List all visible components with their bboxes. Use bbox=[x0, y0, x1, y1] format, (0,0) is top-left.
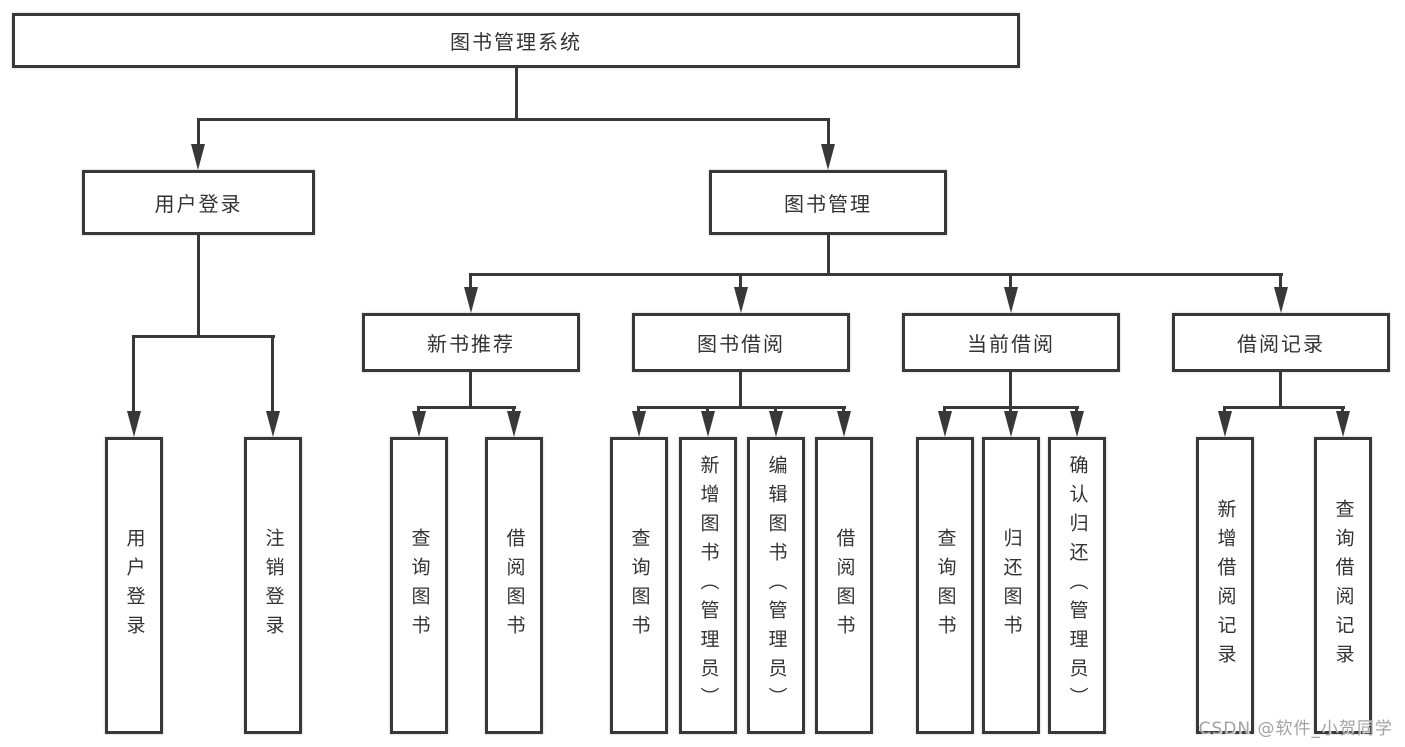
arrow-down-icon bbox=[1274, 287, 1288, 313]
edge-leaf-stem bbox=[469, 273, 472, 289]
node-label: 借阅记录 bbox=[1237, 332, 1325, 356]
leaf-query-borrow-record: 查询借阅记录 bbox=[1314, 437, 1372, 734]
leaf-query-books-recommend: 查询图书 bbox=[390, 437, 448, 734]
node-label: 当前借阅 bbox=[967, 332, 1055, 356]
node-new-book-recommend: 新书推荐 bbox=[362, 313, 580, 372]
edge-book-mgmt-stem bbox=[827, 118, 830, 146]
arrow-down-icon bbox=[1070, 411, 1084, 437]
leaf-label: 查询图书 bbox=[408, 527, 431, 644]
arrow-down-icon bbox=[1004, 411, 1018, 437]
edge-borrow-records-branch bbox=[1223, 406, 1345, 409]
edge-leaf-stem bbox=[1009, 273, 1012, 289]
edge-leaf-stem bbox=[271, 335, 274, 413]
leaf-label: 借阅图书 bbox=[833, 527, 856, 644]
node-label: 用户登录 bbox=[154, 192, 243, 216]
node-label: 图书管理系统 bbox=[450, 30, 582, 54]
edge-root-branch bbox=[197, 118, 830, 121]
leaf-add-borrow-record: 新增借阅记录 bbox=[1196, 437, 1254, 734]
arrow-down-icon bbox=[701, 411, 715, 437]
edge-user-login-stem bbox=[197, 118, 200, 146]
arrow-down-icon bbox=[266, 411, 280, 437]
leaf-label: 借阅图书 bbox=[503, 527, 526, 644]
leaf-edit-book-admin: 编辑图书（管理员） bbox=[747, 437, 805, 734]
leaf-borrow-books-borrowing: 借阅图书 bbox=[815, 437, 873, 734]
leaf-borrow-books-recommend: 借阅图书 bbox=[485, 437, 543, 734]
edge-new-book-trunk bbox=[469, 372, 472, 406]
node-library-management-system: 图书管理系统 bbox=[12, 13, 1020, 68]
leaf-user-login: 用户登录 bbox=[105, 437, 163, 734]
arrow-down-icon bbox=[1004, 287, 1018, 313]
edge-book-mgmt-trunk bbox=[827, 235, 830, 273]
node-label: 图书管理 bbox=[784, 192, 872, 216]
arrow-down-icon bbox=[938, 411, 952, 437]
leaf-label: 新增借阅记录 bbox=[1214, 498, 1237, 673]
edge-root-trunk bbox=[515, 68, 518, 118]
node-current-borrowing: 当前借阅 bbox=[902, 313, 1120, 372]
leaf-logout: 注销登录 bbox=[244, 437, 302, 734]
arrow-down-icon bbox=[464, 287, 478, 313]
edge-user-login-branch bbox=[132, 335, 275, 338]
arrow-down-icon bbox=[734, 287, 748, 313]
leaf-confirm-return-admin: 确认归还（管理员） bbox=[1048, 437, 1106, 734]
edge-new-book-branch bbox=[417, 406, 516, 409]
leaf-label: 用户登录 bbox=[123, 527, 146, 644]
node-borrowing-records: 借阅记录 bbox=[1172, 313, 1390, 372]
leaf-label: 查询借阅记录 bbox=[1332, 498, 1355, 673]
arrow-down-icon bbox=[1336, 411, 1350, 437]
arrow-down-icon bbox=[191, 144, 205, 170]
edge-borrow-records-trunk bbox=[1279, 372, 1282, 406]
arrow-down-icon bbox=[837, 411, 851, 437]
leaf-label: 归还图书 bbox=[1000, 527, 1023, 644]
arrow-down-icon bbox=[507, 411, 521, 437]
edge-current-borrow-trunk bbox=[1009, 372, 1012, 406]
leaf-label: 查询图书 bbox=[934, 527, 957, 644]
leaf-add-book-admin: 新增图书（管理员） bbox=[679, 437, 737, 734]
node-label: 新书推荐 bbox=[427, 332, 515, 356]
csdn-watermark: CSDN @软件_小贺同学 bbox=[1198, 719, 1393, 739]
leaf-label: 新增图书（管理员） bbox=[697, 455, 720, 716]
node-label: 图书借阅 bbox=[697, 332, 785, 356]
edge-user-login-trunk bbox=[197, 235, 200, 335]
leaf-return-book: 归还图书 bbox=[982, 437, 1040, 734]
arrow-down-icon bbox=[632, 411, 646, 437]
edge-book-borrow-trunk bbox=[739, 372, 742, 406]
leaf-label: 编辑图书（管理员） bbox=[765, 455, 788, 716]
node-book-management: 图书管理 bbox=[709, 170, 947, 235]
leaf-label: 注销登录 bbox=[262, 527, 285, 644]
arrow-down-icon bbox=[412, 411, 426, 437]
node-book-borrowing: 图书借阅 bbox=[632, 313, 850, 372]
arrow-down-icon bbox=[1218, 411, 1232, 437]
leaf-query-books-current: 查询图书 bbox=[916, 437, 974, 734]
leaf-query-books-borrowing: 查询图书 bbox=[610, 437, 668, 734]
leaf-label: 确认归还（管理员） bbox=[1066, 455, 1089, 716]
edge-book-borrow-branch bbox=[637, 406, 846, 409]
edge-book-mgmt-branch bbox=[469, 273, 1283, 276]
arrow-down-icon bbox=[769, 411, 783, 437]
arrow-down-icon bbox=[127, 411, 141, 437]
leaf-label: 查询图书 bbox=[628, 527, 651, 644]
edge-leaf-stem bbox=[132, 335, 135, 413]
edge-leaf-stem bbox=[1279, 273, 1282, 289]
edge-leaf-stem bbox=[739, 273, 742, 289]
node-user-login: 用户登录 bbox=[82, 170, 315, 235]
arrow-down-icon bbox=[821, 144, 835, 170]
